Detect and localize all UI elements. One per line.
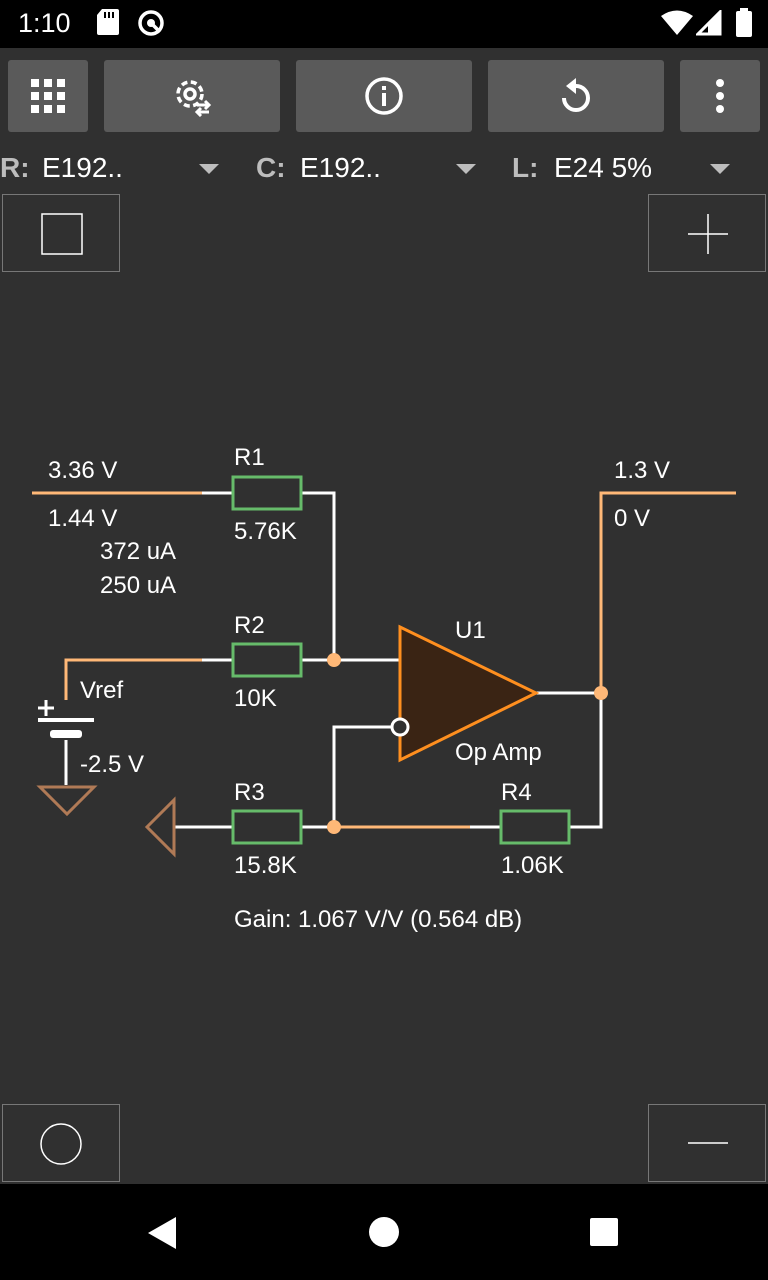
output-voltage-bottom: 0 V [614,505,651,532]
r2-name: R2 [234,612,265,639]
capacitor-series-select[interactable]: C: E192.. [256,150,496,190]
vref-name: Vref [80,677,124,704]
r1-wire [202,491,400,662]
grid-button[interactable] [8,60,88,132]
resistor-r3[interactable] [231,809,303,845]
vref-value: -2.5 V [80,751,145,778]
inverting-input-wire [332,725,392,827]
input-voltage-bottom: 1.44 V [48,505,118,532]
capacitor-prefix: C: [256,152,286,183]
resistor-series-value: E192.. [42,152,123,183]
wifi-icon [661,10,693,35]
inverting-input-marker [390,717,410,737]
signal-icon [696,10,722,36]
output-voltage-top: 1.3 V [614,457,671,484]
inductor-prefix: L: [512,152,539,183]
plus-icon [688,214,728,254]
vref-wire [64,658,202,700]
refresh-icon [562,78,590,112]
battery-icon [736,8,752,37]
junction-dot [327,820,341,834]
home-icon[interactable] [368,1216,400,1248]
capacitor-series-value: E192.. [300,152,381,183]
r4-output-wire [470,691,603,829]
status-bar: 1:10 [0,0,768,48]
opamp-u1[interactable] [398,624,540,763]
recents-icon[interactable] [589,1217,619,1247]
input-current-top: 372 uA [100,538,177,565]
chevron-down-icon [456,164,476,174]
gain-readout: Gain: 1.067 V/V (0.564 dB) [234,906,523,933]
junction-dot [594,686,608,700]
output-wire [599,491,736,693]
zoom-in-button[interactable] [648,194,766,272]
circle-icon [40,1123,82,1165]
r2-value: 10K [234,685,277,712]
square-icon [41,213,83,255]
ground-symbol[interactable] [144,796,176,858]
junction-dot [327,653,341,667]
info-button[interactable] [296,60,472,132]
navigation-bar [0,1184,768,1280]
square-tool-button[interactable] [2,194,120,272]
r3-value: 15.8K [234,852,297,879]
r1-name: R1 [234,444,265,471]
resistor-r4[interactable] [499,809,571,845]
inductor-series-select[interactable]: L: E24 5% [512,150,752,190]
resistor-r2[interactable] [231,642,303,678]
resistor-r1[interactable] [231,475,303,511]
battery-vref[interactable] [38,700,94,738]
data-saver-icon [138,10,164,36]
resistor-series-select[interactable]: R: E192.. [0,150,240,190]
u1-name: U1 [455,617,486,644]
chevron-down-icon [710,164,730,174]
inductor-series-value: E24 5% [554,152,653,183]
sd-card-icon [97,9,119,35]
chevron-down-icon [199,164,219,174]
settings-swap-icon [176,80,212,117]
toolbar [0,48,768,144]
input-voltage-top: 3.36 V [48,457,118,484]
circle-tool-button[interactable] [2,1104,120,1182]
reset-button[interactable] [488,60,664,132]
back-icon[interactable] [146,1216,178,1250]
grid-icon [31,79,65,113]
status-time: 1:10 [18,8,71,38]
info-icon [365,77,403,115]
more-vert-icon [716,79,724,113]
minus-icon [688,1142,728,1144]
settings-button[interactable] [104,60,280,132]
zoom-out-button[interactable] [648,1104,766,1182]
resistor-prefix: R: [0,152,30,183]
more-button[interactable] [680,60,760,132]
ground-symbol[interactable] [36,785,98,817]
input-current-bottom: 250 uA [100,572,177,599]
r3-name: R3 [234,779,265,806]
r4-name: R4 [501,779,532,806]
r4-value: 1.06K [501,852,564,879]
r1-value: 5.76K [234,518,297,545]
u1-type: Op Amp [455,739,542,766]
